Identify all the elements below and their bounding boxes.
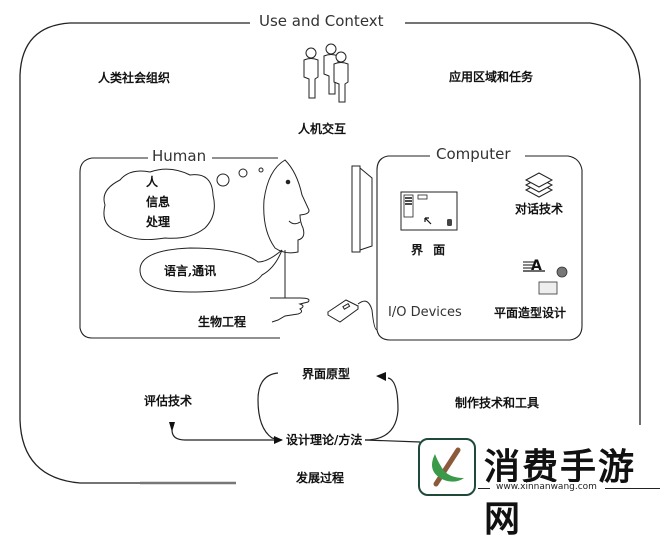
- watermark-rule-left: [478, 488, 490, 489]
- thought-bubble-large: [216, 173, 230, 187]
- svg-text:A: A: [531, 258, 542, 274]
- thought-line-1: 人: [146, 175, 159, 189]
- graphic-design-label: 平面造型设计: [494, 306, 567, 320]
- evaluation-technique-label: 评估技术: [144, 394, 193, 408]
- bioengineering-label: 生物工程: [198, 315, 247, 329]
- development-process-label: 发展过程: [296, 471, 345, 485]
- dialog-technique-label: 对话技术: [515, 202, 564, 216]
- interface-prototype-label: 界面原型: [302, 367, 351, 381]
- human-frame: [79, 157, 280, 339]
- design-theory-method-label: 设计理论/方法: [286, 433, 363, 447]
- watermark-leaf-icon: [432, 447, 464, 487]
- interface-label: 界 面: [411, 243, 449, 257]
- face-profile-icon: [263, 159, 310, 300]
- thought-cloud-text: 人 信息 处理: [146, 172, 170, 232]
- thought-cloud: [103, 168, 215, 240]
- monitor-icon: [351, 165, 373, 253]
- io-devices-label: I/O Devices: [388, 305, 462, 320]
- computer-frame: [376, 155, 583, 341]
- diagram-canvas: A: [19, 22, 641, 485]
- speech-bubble-text: 语言,通讯: [164, 264, 217, 278]
- pointing-hand-icon: [270, 297, 310, 323]
- watermark-url: www.xinnanwang.com: [492, 482, 601, 492]
- outer-frame-title: Use and Context: [255, 14, 388, 29]
- human-frame-title: Human: [148, 149, 211, 164]
- mouse-icon: [327, 299, 378, 331]
- outer-frame: [19, 22, 250, 484]
- thought-line-3: 处理: [146, 215, 171, 229]
- computer-frame-title: Computer: [432, 147, 515, 162]
- hci-label: 人机交互: [298, 122, 347, 136]
- human-social-organization-label: 人类社会组织: [98, 71, 171, 85]
- screen-window-icon: [400, 191, 458, 231]
- layers-stack-icon: [524, 172, 554, 198]
- outer-frame-right: [405, 22, 641, 425]
- people-group-icon: [303, 43, 349, 103]
- thought-bubble-small: [258, 167, 264, 173]
- development-arrows: [171, 372, 421, 443]
- arrowheads: [169, 372, 386, 444]
- thought-bubble-medium: [238, 168, 248, 178]
- thought-line-2: 信息: [146, 195, 171, 209]
- application-domain-label: 应用区域和任务: [449, 70, 534, 84]
- speech-bubble: [139, 247, 283, 293]
- watermark-rule-right: [605, 488, 660, 489]
- tools-technique-label: 制作技术和工具: [455, 396, 540, 410]
- typography-icon: A: [523, 258, 568, 295]
